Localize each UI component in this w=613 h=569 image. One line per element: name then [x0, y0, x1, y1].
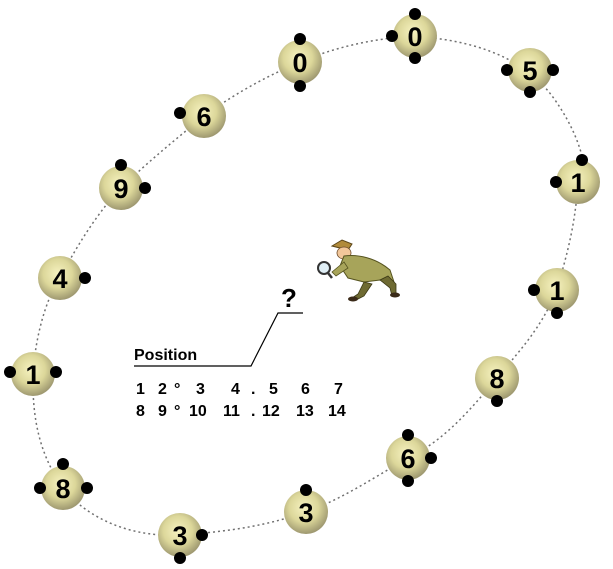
- node-dot: [4, 366, 16, 378]
- digit-node: 6: [386, 429, 437, 487]
- node-disc: [99, 166, 143, 210]
- node-dot: [386, 30, 398, 42]
- node-dot: [501, 64, 513, 76]
- node-dot: [547, 64, 559, 76]
- node-dot: [402, 475, 414, 487]
- position-item: .: [251, 381, 255, 398]
- node-disc: [386, 436, 430, 480]
- node-dot: [300, 484, 312, 496]
- digit-node: 1: [528, 268, 579, 319]
- node-dot: [425, 452, 437, 464]
- digit-node: 3: [158, 513, 208, 564]
- node-digit: 8: [55, 474, 70, 504]
- node-digit: 1: [549, 276, 564, 306]
- node-disc: [508, 48, 552, 92]
- node-digit: 0: [407, 22, 422, 52]
- node-dot: [402, 429, 414, 441]
- node-dot: [174, 107, 186, 119]
- position-item: 13: [296, 403, 314, 420]
- position-item: 11: [223, 403, 240, 420]
- digit-node: 5: [501, 48, 559, 98]
- node-digit: 4: [52, 264, 67, 294]
- position-item: 4: [231, 381, 240, 398]
- node-digit: 0: [292, 48, 307, 78]
- node-dot: [409, 52, 421, 64]
- digit-node: 4: [38, 256, 91, 300]
- position-item: 14: [328, 403, 346, 420]
- node-disc: [278, 40, 322, 84]
- node-dot: [81, 482, 93, 494]
- node-dot: [50, 366, 62, 378]
- position-item: 2: [158, 381, 167, 398]
- node-digit: 3: [298, 498, 313, 528]
- node-disc: [182, 94, 226, 138]
- node-dot: [57, 458, 69, 470]
- node-digit: 1: [570, 168, 585, 198]
- node-digit: 5: [522, 56, 537, 86]
- node-digit: 6: [400, 444, 415, 474]
- leader-line: [134, 312, 303, 367]
- node-dot: [409, 8, 421, 20]
- position-item: 12: [262, 403, 280, 420]
- question-mark: ?: [281, 283, 297, 313]
- position-item: .: [251, 403, 255, 420]
- position-item: 7: [334, 381, 343, 398]
- node-dot: [524, 86, 536, 98]
- position-item: 5: [269, 381, 278, 398]
- node-disc: [556, 160, 600, 204]
- position-item: °: [174, 381, 180, 398]
- node-dot: [551, 307, 563, 319]
- position-item: 9: [158, 403, 167, 420]
- node-digit: 8: [489, 364, 504, 394]
- node-disc: [11, 352, 55, 396]
- digit-node: 9: [99, 159, 151, 210]
- node-disc: [284, 490, 328, 534]
- detective-with-magnifier-icon: [317, 239, 400, 302]
- node-dot: [139, 182, 151, 194]
- node-dot: [294, 80, 306, 92]
- position-item: °: [174, 403, 180, 420]
- node-disc: [393, 14, 437, 58]
- node-disc: [158, 513, 202, 557]
- node-dot: [34, 482, 46, 494]
- node-dot: [115, 159, 127, 171]
- node-dot: [79, 272, 91, 284]
- node-dot: [576, 154, 588, 166]
- node-dot: [491, 395, 503, 407]
- position-item: 8: [136, 403, 145, 420]
- digit-node: 8: [34, 458, 93, 510]
- position-item: 1: [136, 381, 145, 398]
- node-dot: [174, 552, 186, 564]
- node-disc: [38, 256, 82, 300]
- node-dot: [550, 176, 562, 188]
- position-item: 3: [196, 381, 205, 398]
- digit-node: 0: [278, 33, 322, 92]
- node-dot: [196, 529, 208, 541]
- digit-node: 8: [475, 356, 519, 407]
- digit-node: 0: [386, 8, 437, 64]
- dotted-track: [32, 35, 586, 536]
- node-digit: 1: [25, 360, 40, 390]
- digit-node: 1: [4, 352, 62, 396]
- node-digit: 6: [196, 102, 211, 132]
- digit-node: 1: [550, 154, 600, 204]
- node-dot: [528, 284, 540, 296]
- node-disc: [41, 466, 85, 510]
- digit-node: 3: [284, 484, 328, 534]
- node-disc: [535, 268, 579, 312]
- position-item: 6: [301, 381, 310, 398]
- digit-node: 6: [174, 94, 226, 138]
- position-item: 10: [189, 403, 207, 420]
- position-label: Position: [134, 347, 197, 364]
- node-disc: [475, 356, 519, 400]
- node-dot: [294, 33, 306, 45]
- node-digit: 9: [113, 174, 128, 204]
- node-digit: 3: [172, 521, 187, 551]
